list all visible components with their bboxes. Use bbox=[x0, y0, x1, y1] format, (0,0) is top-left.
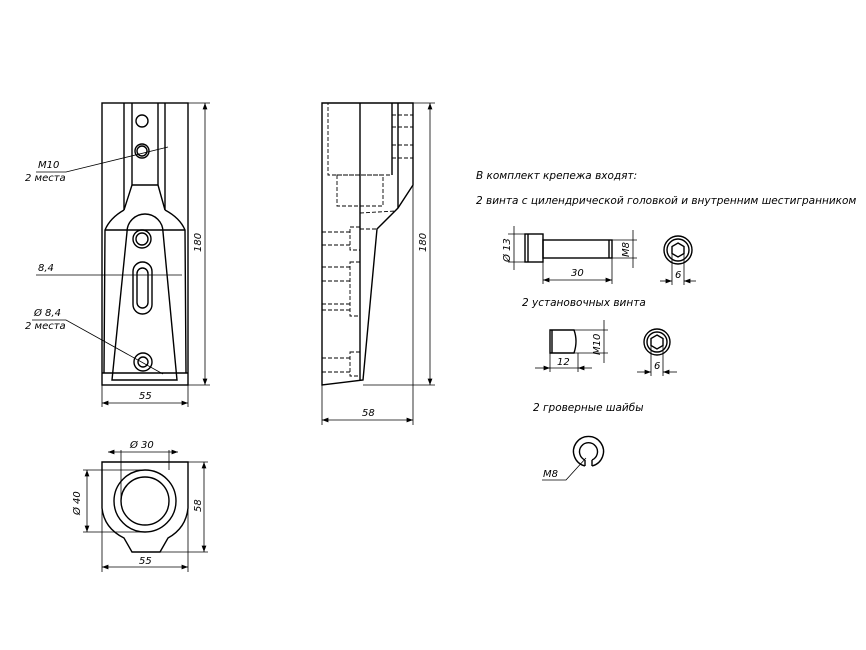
bore-dim: Ø 30 bbox=[129, 439, 154, 451]
hole-count-label: 2 места bbox=[25, 321, 66, 332]
set-screw-hex-dim: 6 bbox=[654, 361, 660, 372]
screw-hex-dim: 6 bbox=[675, 270, 681, 281]
cap-screw-drawing bbox=[508, 226, 696, 285]
side-depth-dim: 58 bbox=[362, 408, 375, 419]
screws-label: 2 винта с цилендрической головкой и внут… bbox=[476, 195, 856, 207]
set-screws-label: 2 установочных винта bbox=[522, 297, 646, 309]
m10-label: M10 bbox=[38, 160, 59, 171]
kit-title: В комплект крепежа входят: bbox=[476, 170, 637, 182]
front-height-dim: 180 bbox=[193, 233, 204, 252]
hole-diameter-label: Ø 8,4 bbox=[33, 307, 61, 319]
side-height-dim: 180 bbox=[418, 233, 429, 252]
screw-thread-dim: M8 bbox=[621, 242, 632, 257]
bottom-view bbox=[83, 449, 208, 572]
front-view bbox=[32, 102, 210, 407]
bottom-width-dim: 55 bbox=[139, 556, 152, 567]
screw-head-dia-dim: Ø 13 bbox=[501, 238, 513, 263]
set-screw-drawing bbox=[535, 320, 677, 376]
screw-length-dim: 30 bbox=[571, 268, 584, 279]
outer-dia-dim: Ø 40 bbox=[71, 491, 83, 516]
washers-label: 2 гроверные шайбы bbox=[533, 402, 644, 414]
slot-width-label: 8,4 bbox=[38, 263, 54, 274]
front-width-dim: 55 bbox=[139, 391, 152, 402]
spring-washer-drawing bbox=[542, 435, 605, 481]
side-view bbox=[321, 102, 435, 425]
bottom-depth-dim: 58 bbox=[193, 499, 204, 512]
set-screw-thread-dim: M10 bbox=[592, 334, 603, 355]
m10-count-label: 2 места bbox=[25, 173, 66, 184]
washer-size-label: M8 bbox=[543, 469, 558, 480]
set-screw-length-dim: 12 bbox=[557, 357, 570, 368]
